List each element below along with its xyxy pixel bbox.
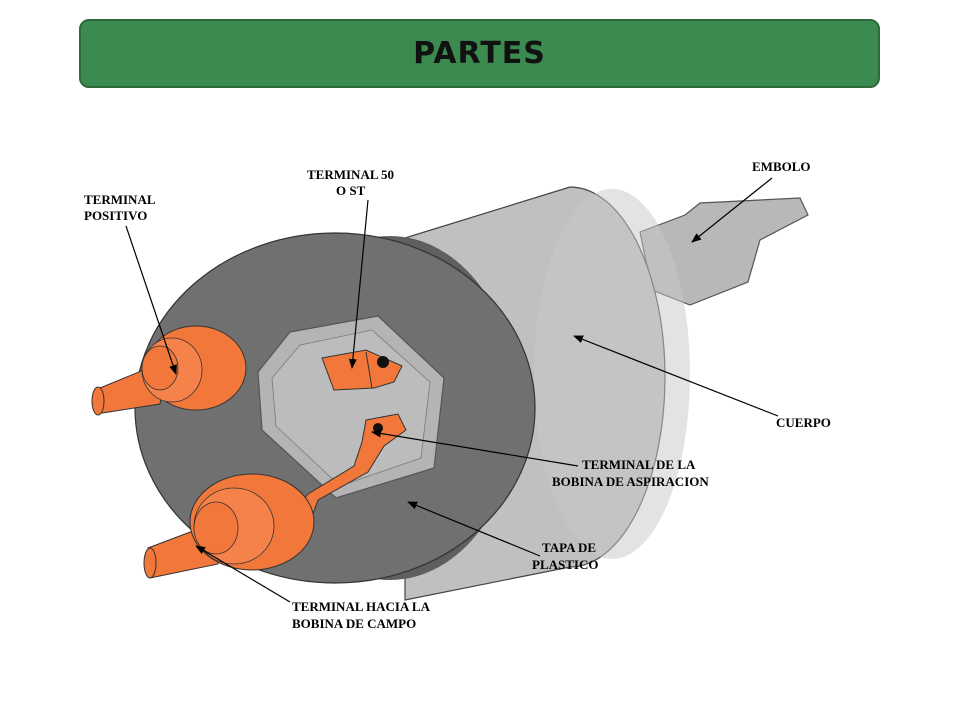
label-tapa-line1: TAPA DE bbox=[542, 540, 596, 555]
arrow-terminal-positivo bbox=[125, 225, 177, 375]
page-title: PARTES bbox=[413, 36, 546, 71]
arrow-embolo bbox=[691, 177, 773, 243]
aspiration-terminal-hole bbox=[373, 423, 383, 433]
label-embolo: EMBOLO bbox=[752, 159, 811, 174]
label-terminal-positivo-line2: POSITIVO bbox=[84, 208, 147, 223]
body-end-highlight bbox=[534, 189, 690, 559]
label-tapa-line2: PLASTICO bbox=[532, 557, 598, 572]
label-cuerpo: CUERPO bbox=[776, 415, 831, 430]
label-terminal-50-line2: O ST bbox=[336, 183, 366, 198]
label-terminal-50-line1: TERMINAL 50 bbox=[307, 167, 394, 182]
arrow-terminal-50 bbox=[348, 199, 369, 369]
label-aspiracion-line1: TERMINAL DE LA bbox=[582, 457, 696, 472]
arrow-campo bbox=[195, 545, 291, 603]
label-campo-line2: BOBINA DE CAMPO bbox=[292, 616, 416, 631]
label-campo-line1: TERMINAL HACIA LA bbox=[292, 599, 431, 614]
arrow-aspiracion bbox=[371, 429, 579, 467]
terminal-50-hole bbox=[377, 356, 389, 368]
arrow-cuerpo bbox=[573, 335, 779, 417]
arrow-tapa bbox=[407, 501, 541, 557]
label-aspiracion-line2: BOBINA DE ASPIRACION bbox=[552, 474, 709, 489]
title-banner: PARTES bbox=[79, 19, 880, 88]
label-terminal-positivo-line1: TERMINAL bbox=[84, 192, 156, 207]
